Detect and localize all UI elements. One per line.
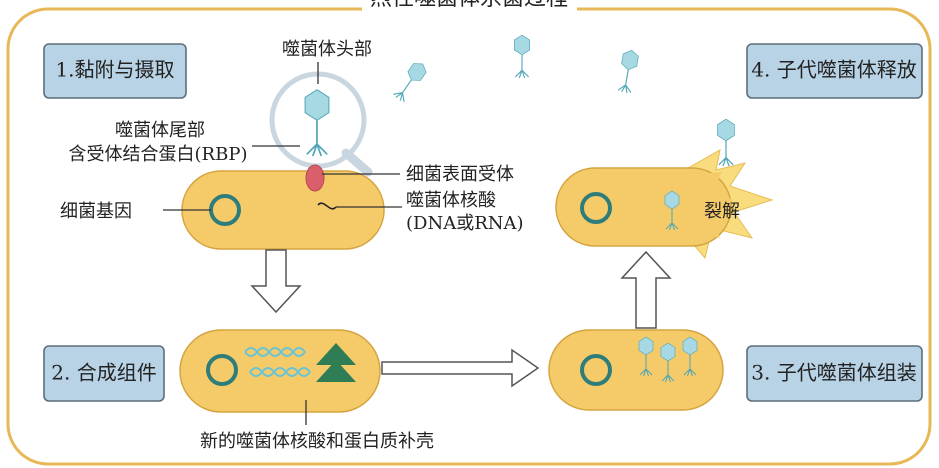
bacteriophage-icon <box>393 63 427 103</box>
step-1-box: 1.黏附与摄取 <box>43 43 187 99</box>
phage-nucleic-acid <box>317 202 337 210</box>
arrow-down <box>250 249 302 314</box>
step-1-label: 1.黏附与摄取 <box>55 58 174 82</box>
magnifier-icon <box>269 71 373 177</box>
bacterium-step4 <box>555 167 732 247</box>
new-phage-dna <box>244 347 311 377</box>
step-4-box: 4. 子代噬菌体释放 <box>746 43 923 99</box>
phage-rbp-label: 含受体结合蛋白(RBP) <box>69 144 248 165</box>
bacteriophage-icon <box>717 118 735 167</box>
diagram-title: 烈性噬菌体杀菌过程 <box>370 0 568 11</box>
bacterial-genome <box>206 354 238 386</box>
lysis-label: 裂解 <box>704 201 740 222</box>
receptor-label: 细菌表面受体 <box>406 164 514 185</box>
arrow-right <box>381 348 540 388</box>
new-phage-protein <box>316 343 356 382</box>
step-2-box: 2. 合成组件 <box>43 345 165 402</box>
step-4-label: 4. 子代噬菌体释放 <box>751 58 916 82</box>
bacteriophage-icon <box>664 190 680 231</box>
nucleic-acid-label: 噬菌体核酸 <box>406 190 496 211</box>
bacteriophage-icon <box>660 342 676 383</box>
phage-head-label: 噬菌体头部 <box>282 39 372 60</box>
bacteriophage-icon <box>682 336 698 377</box>
bacterial-genome <box>580 192 612 224</box>
step-2-label: 2. 合成组件 <box>51 361 156 385</box>
title-backing <box>362 0 577 14</box>
new-parts-label: 新的噬菌体核酸和蛋白质补壳 <box>200 431 434 452</box>
bacterial-genome <box>580 354 612 386</box>
bacteriophage-icon <box>617 49 639 94</box>
bacterium-step3 <box>548 329 724 411</box>
bacteriophage-icon <box>304 89 330 157</box>
bacteriophage-icon <box>638 336 654 377</box>
bacteriophage-icon <box>513 34 531 79</box>
receptor-icon <box>305 164 325 192</box>
bacterial-gene-label: 细菌基因 <box>60 201 132 222</box>
step-3-box: 3. 子代噬菌体组装 <box>746 345 923 402</box>
arrow-up <box>620 250 672 329</box>
nucleic-acid-type-label: (DNA或RNA) <box>406 213 524 234</box>
lysis-burst-icon <box>700 172 733 238</box>
step-3-label: 3. 子代噬菌体组装 <box>751 361 916 385</box>
phage-tail-label: 噬菌体尾部 <box>115 120 205 141</box>
